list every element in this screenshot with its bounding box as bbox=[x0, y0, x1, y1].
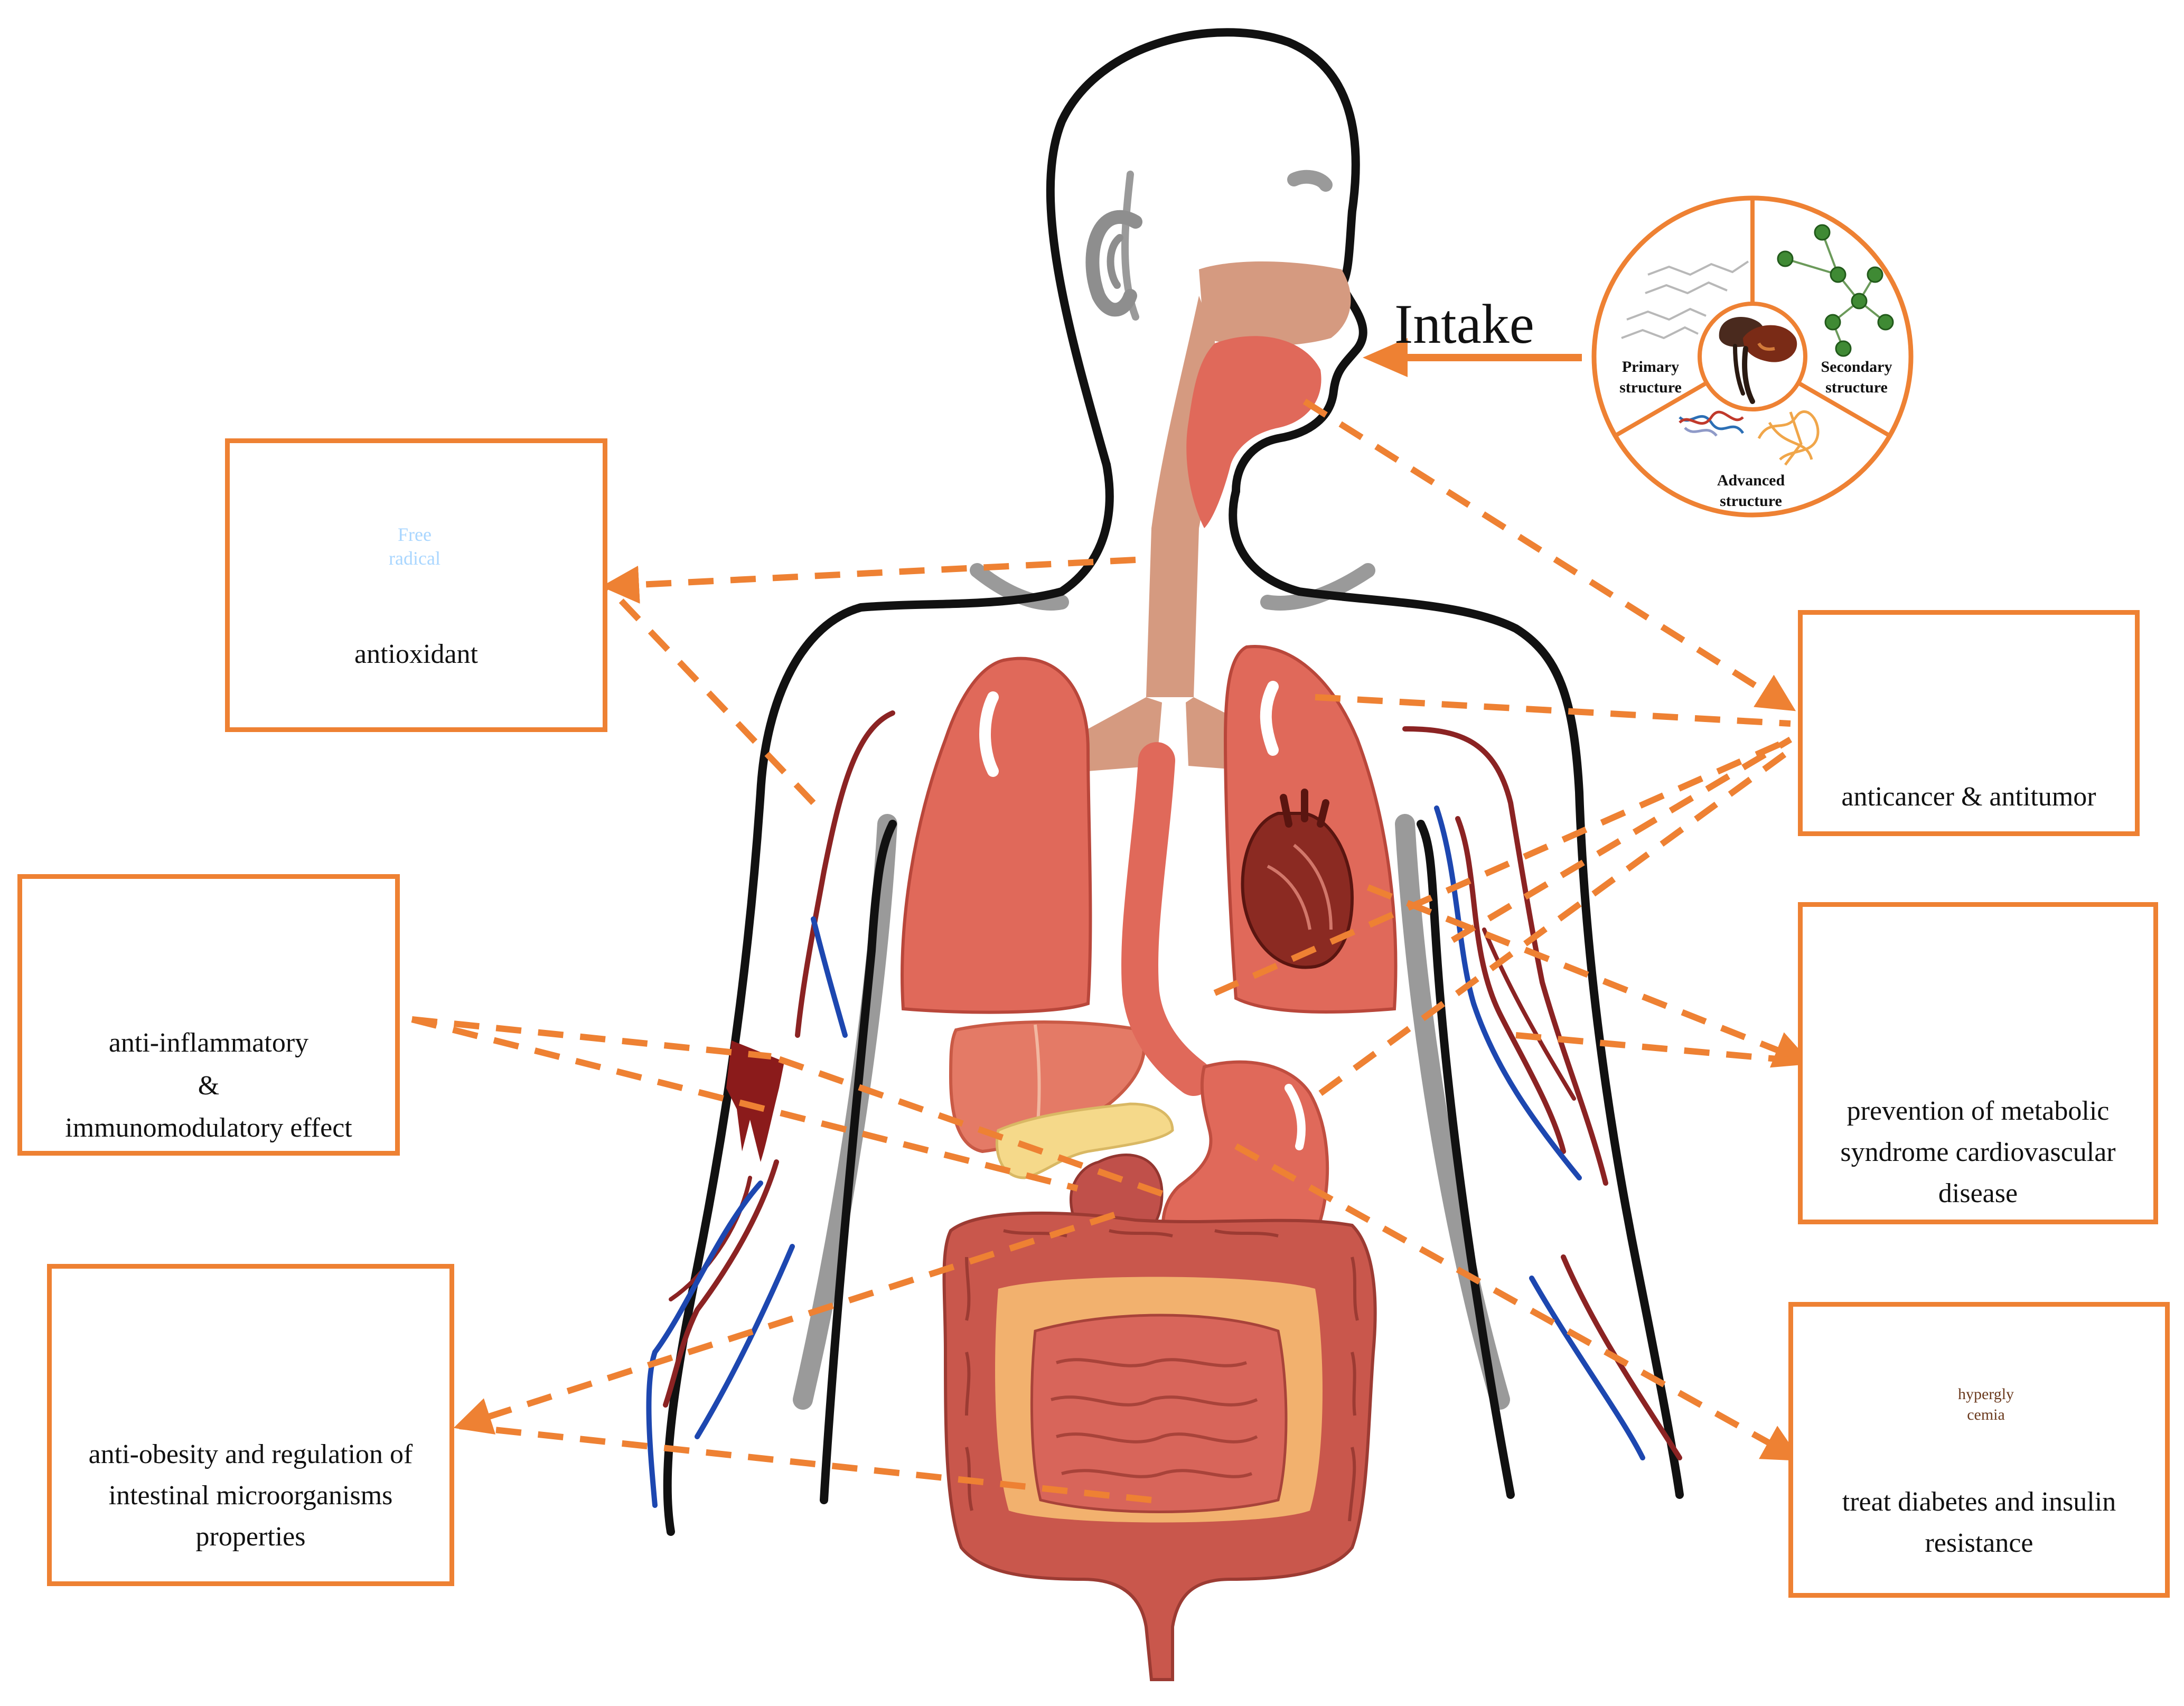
vessels-right-arm bbox=[1402, 726, 1682, 1460]
hyperglycemia-line-1: hypergly bbox=[1957, 1385, 2014, 1403]
advanced-structure-label: Advanced structure bbox=[1698, 470, 1804, 511]
primary-structure-line-2: structure bbox=[1619, 379, 1682, 396]
anti-obesity-line-1: anti-obesity and regulation of bbox=[88, 1439, 413, 1469]
anti-obesity-line-2: intestinal microorganisms bbox=[108, 1480, 393, 1511]
free-radical-text: Free radical bbox=[370, 523, 460, 570]
pancreas bbox=[995, 1102, 1174, 1179]
antioxidant-line-1: antioxidant bbox=[354, 639, 478, 669]
connector-lines bbox=[411, 398, 1813, 1503]
anticancer-label: anticancer & antitumor bbox=[1798, 779, 2140, 815]
diabetes-label: treat diabetes and insulin resistance bbox=[1788, 1482, 2170, 1564]
hyperglycemia-line-2: cemia bbox=[1967, 1406, 2005, 1423]
metabolic-label: prevention of metabolic syndrome cardiov… bbox=[1798, 1091, 2158, 1214]
mushroom-icon bbox=[1719, 317, 1797, 404]
metabolic-line-3: disease bbox=[1938, 1178, 2018, 1208]
advanced-structure-line-2: structure bbox=[1720, 492, 1782, 510]
esophagus bbox=[1088, 261, 1351, 771]
anti-inflammatory-line-1: anti-inflammatory bbox=[108, 1028, 309, 1058]
secondary-structure-line-1: Secondary bbox=[1821, 358, 1892, 376]
intake-arrow bbox=[1363, 338, 1582, 377]
metabolic-line-2: syndrome cardiovascular bbox=[1840, 1137, 2116, 1167]
antioxidant-box bbox=[225, 438, 607, 732]
secondary-structure-label: Secondary structure bbox=[1804, 357, 1909, 398]
anticancer-box bbox=[1798, 610, 2140, 836]
anti-inflammatory-box bbox=[17, 874, 400, 1156]
antioxidant-label: antioxidant bbox=[225, 636, 607, 672]
intake-label: Intake bbox=[1394, 293, 1534, 355]
intestines bbox=[942, 1211, 1377, 1681]
diabetes-line-1: treat diabetes and insulin bbox=[1842, 1487, 2116, 1517]
anti-obesity-line-3: properties bbox=[195, 1522, 306, 1552]
primary-structure-label: Primary structure bbox=[1600, 357, 1701, 398]
free-radical-line-2: radical bbox=[389, 548, 440, 569]
primary-structure-icon bbox=[1621, 260, 1749, 340]
anti-inflammatory-line-2: & bbox=[198, 1070, 220, 1101]
anti-inflammatory-label: anti-inflammatory & immunomodulatory eff… bbox=[17, 1022, 400, 1150]
metabolic-box bbox=[1798, 902, 2158, 1224]
advanced-structure-line-1: Advanced bbox=[1717, 472, 1785, 489]
free-radical-line-1: Free bbox=[398, 524, 432, 545]
anti-inflammatory-line-3: immunomodulatory effect bbox=[65, 1113, 352, 1143]
secondary-structure-line-2: structure bbox=[1825, 379, 1888, 396]
secondary-structure-icon bbox=[1777, 224, 1894, 357]
heart bbox=[1241, 789, 1354, 969]
helix-icon bbox=[1679, 410, 1745, 437]
anti-obesity-label: anti-obesity and regulation of intestina… bbox=[47, 1434, 454, 1558]
hyperglycemia-text: hypergly cemia bbox=[1944, 1384, 2028, 1425]
polysaccharide-network-icon bbox=[1757, 410, 1820, 466]
wound bbox=[726, 1041, 784, 1162]
anti-obesity-box bbox=[47, 1264, 454, 1586]
metabolic-line-1: prevention of metabolic bbox=[1846, 1096, 2110, 1126]
diabetes-box bbox=[1788, 1302, 2170, 1598]
ear bbox=[1085, 210, 1142, 317]
vessels-left-arm bbox=[646, 710, 895, 1508]
primary-structure-line-1: Primary bbox=[1621, 358, 1680, 376]
structure-wheel bbox=[1591, 195, 1914, 518]
diabetes-line-2: resistance bbox=[1925, 1528, 2033, 1558]
anticancer-line-1: anticancer & antitumor bbox=[1841, 782, 2096, 812]
